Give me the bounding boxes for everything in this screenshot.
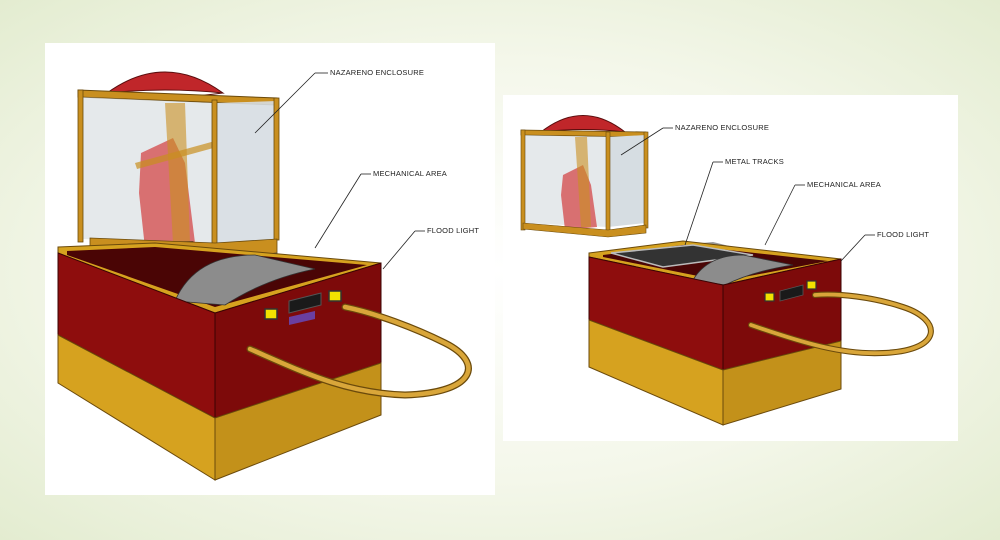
callout-nazareno-enclosure: NAZARENO ENCLOSURE (675, 123, 770, 132)
callout-flood-light: FLOOD LIGHT (427, 226, 480, 235)
yellow-light-icon (764, 292, 775, 302)
leader-line (684, 161, 714, 246)
enclosure-glass-side (215, 101, 277, 243)
callout-flood-light: FLOOD LIGHT (877, 230, 930, 239)
leader-line (620, 127, 664, 156)
enclosure-dome (105, 71, 225, 94)
leader-line (840, 234, 866, 262)
callout-metal-tracks: METAL TRACKS (725, 157, 784, 166)
control-display-icon (288, 292, 322, 314)
mechanical-drum (692, 254, 794, 286)
leader-line (254, 72, 316, 134)
enclosure-glass-side (608, 135, 646, 227)
yellow-light-icon (806, 280, 817, 290)
yellow-light-icon (264, 308, 278, 320)
leader-line (314, 173, 362, 249)
callout-nazareno-enclosure: NAZARENO ENCLOSURE (330, 68, 425, 77)
callout-mechanical-area: MECHANICAL AREA (373, 169, 447, 178)
leader-line (382, 230, 416, 270)
callout-mechanical-area: MECHANICAL AREA (807, 180, 881, 189)
control-display-icon (779, 284, 804, 302)
mechanical-drum (174, 254, 316, 306)
enclosure-dome (539, 115, 627, 133)
nazareno-statue (561, 137, 597, 230)
left-view-drawing (57, 71, 472, 481)
yellow-light-icon (328, 290, 342, 302)
leader-line (764, 184, 796, 246)
right-view-drawing (520, 115, 934, 426)
box-side-gold (722, 340, 842, 426)
right-view-panel: NAZARENO ENCLOSURE METAL TRACKS MECHANIC… (503, 95, 958, 441)
left-view-panel: NAZARENO ENCLOSURE MECHANICAL AREA FLOOD… (45, 43, 495, 495)
